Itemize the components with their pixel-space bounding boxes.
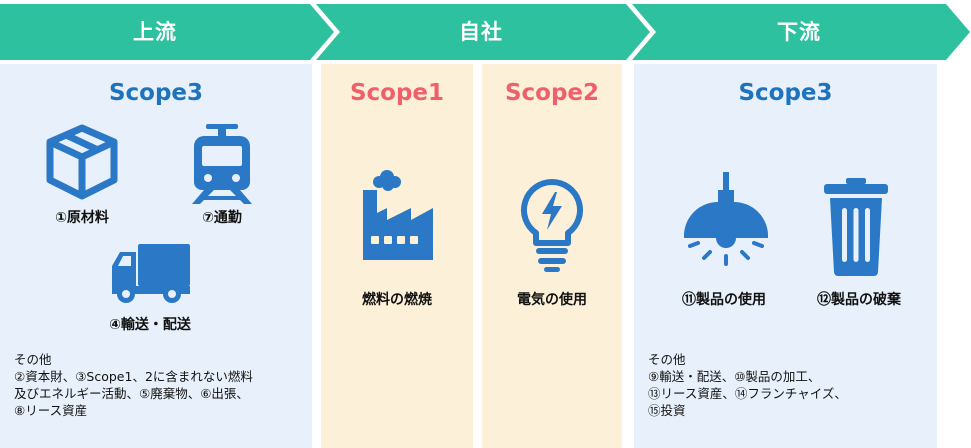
upstream-other-notes: その他 ②資本財、③Scope1、2に含まれない燃料 及びエネルギー活動、⑤廃棄…: [14, 351, 253, 419]
note-line: ⑨輸送・配送、⑩製品の加工、: [648, 369, 821, 384]
factory-icon: [357, 168, 437, 268]
upstream-label: 上流: [133, 20, 177, 44]
upstream-item-raw-materials: ①原材料: [55, 210, 109, 226]
downstream-scope-title: Scope3: [738, 80, 833, 106]
train-icon: [190, 122, 254, 210]
note-line: 及びエネルギー活動、⑤廃棄物、⑥出張、: [14, 386, 249, 401]
note-line: その他: [14, 352, 52, 367]
note-line: ⑮投資: [648, 403, 686, 418]
company-arrow: 自社: [316, 4, 650, 60]
note-line: ⑧リース資産: [14, 403, 88, 418]
trash-can-icon: [820, 178, 892, 280]
truck-icon: [108, 242, 192, 310]
downstream-arrow: 下流: [632, 4, 971, 60]
scope1-item-fuel-combustion: 燃料の燃焼: [362, 292, 432, 308]
upstream-scope-title: Scope3: [108, 80, 204, 106]
scope1-title: Scope1: [349, 80, 445, 106]
scope2-panel: Scope2 電気の使用: [482, 64, 622, 448]
upstream-arrow: 上流: [0, 4, 334, 60]
downstream-panel: Scope3 ⑪製品の使用: [634, 64, 937, 448]
upstream-item-commuting: ⑦通勤: [202, 210, 242, 226]
downstream-item-product-disposal: ⑫製品の破棄: [817, 292, 901, 308]
downstream-item-product-use: ⑪製品の使用: [682, 292, 766, 308]
scope1-panel: Scope1 燃料の燃焼: [321, 64, 473, 448]
note-line: ⑬リース資産、⑭フランチャイズ、: [648, 386, 847, 401]
box-icon: [44, 122, 120, 206]
scope2-item-electricity-use: 電気の使用: [517, 292, 587, 308]
upstream-panel: Scope3 ①原材料 ⑦通勤: [0, 64, 312, 448]
note-line: ②資本財、③Scope1、2に含まれない燃料: [14, 369, 253, 384]
downstream-other-notes: その他 ⑨輸送・配送、⑩製品の加工、 ⑬リース資産、⑭フランチャイズ、 ⑮投資: [648, 351, 847, 419]
scope2-title: Scope2: [504, 80, 600, 106]
upstream-item-transport: ④輸送・配送: [109, 317, 191, 333]
lightbulb-icon: [518, 176, 586, 280]
company-label: 自社: [459, 20, 503, 44]
downstream-label: 下流: [777, 20, 821, 44]
pendant-lamp-icon: [680, 172, 772, 286]
note-line: その他: [648, 352, 686, 367]
